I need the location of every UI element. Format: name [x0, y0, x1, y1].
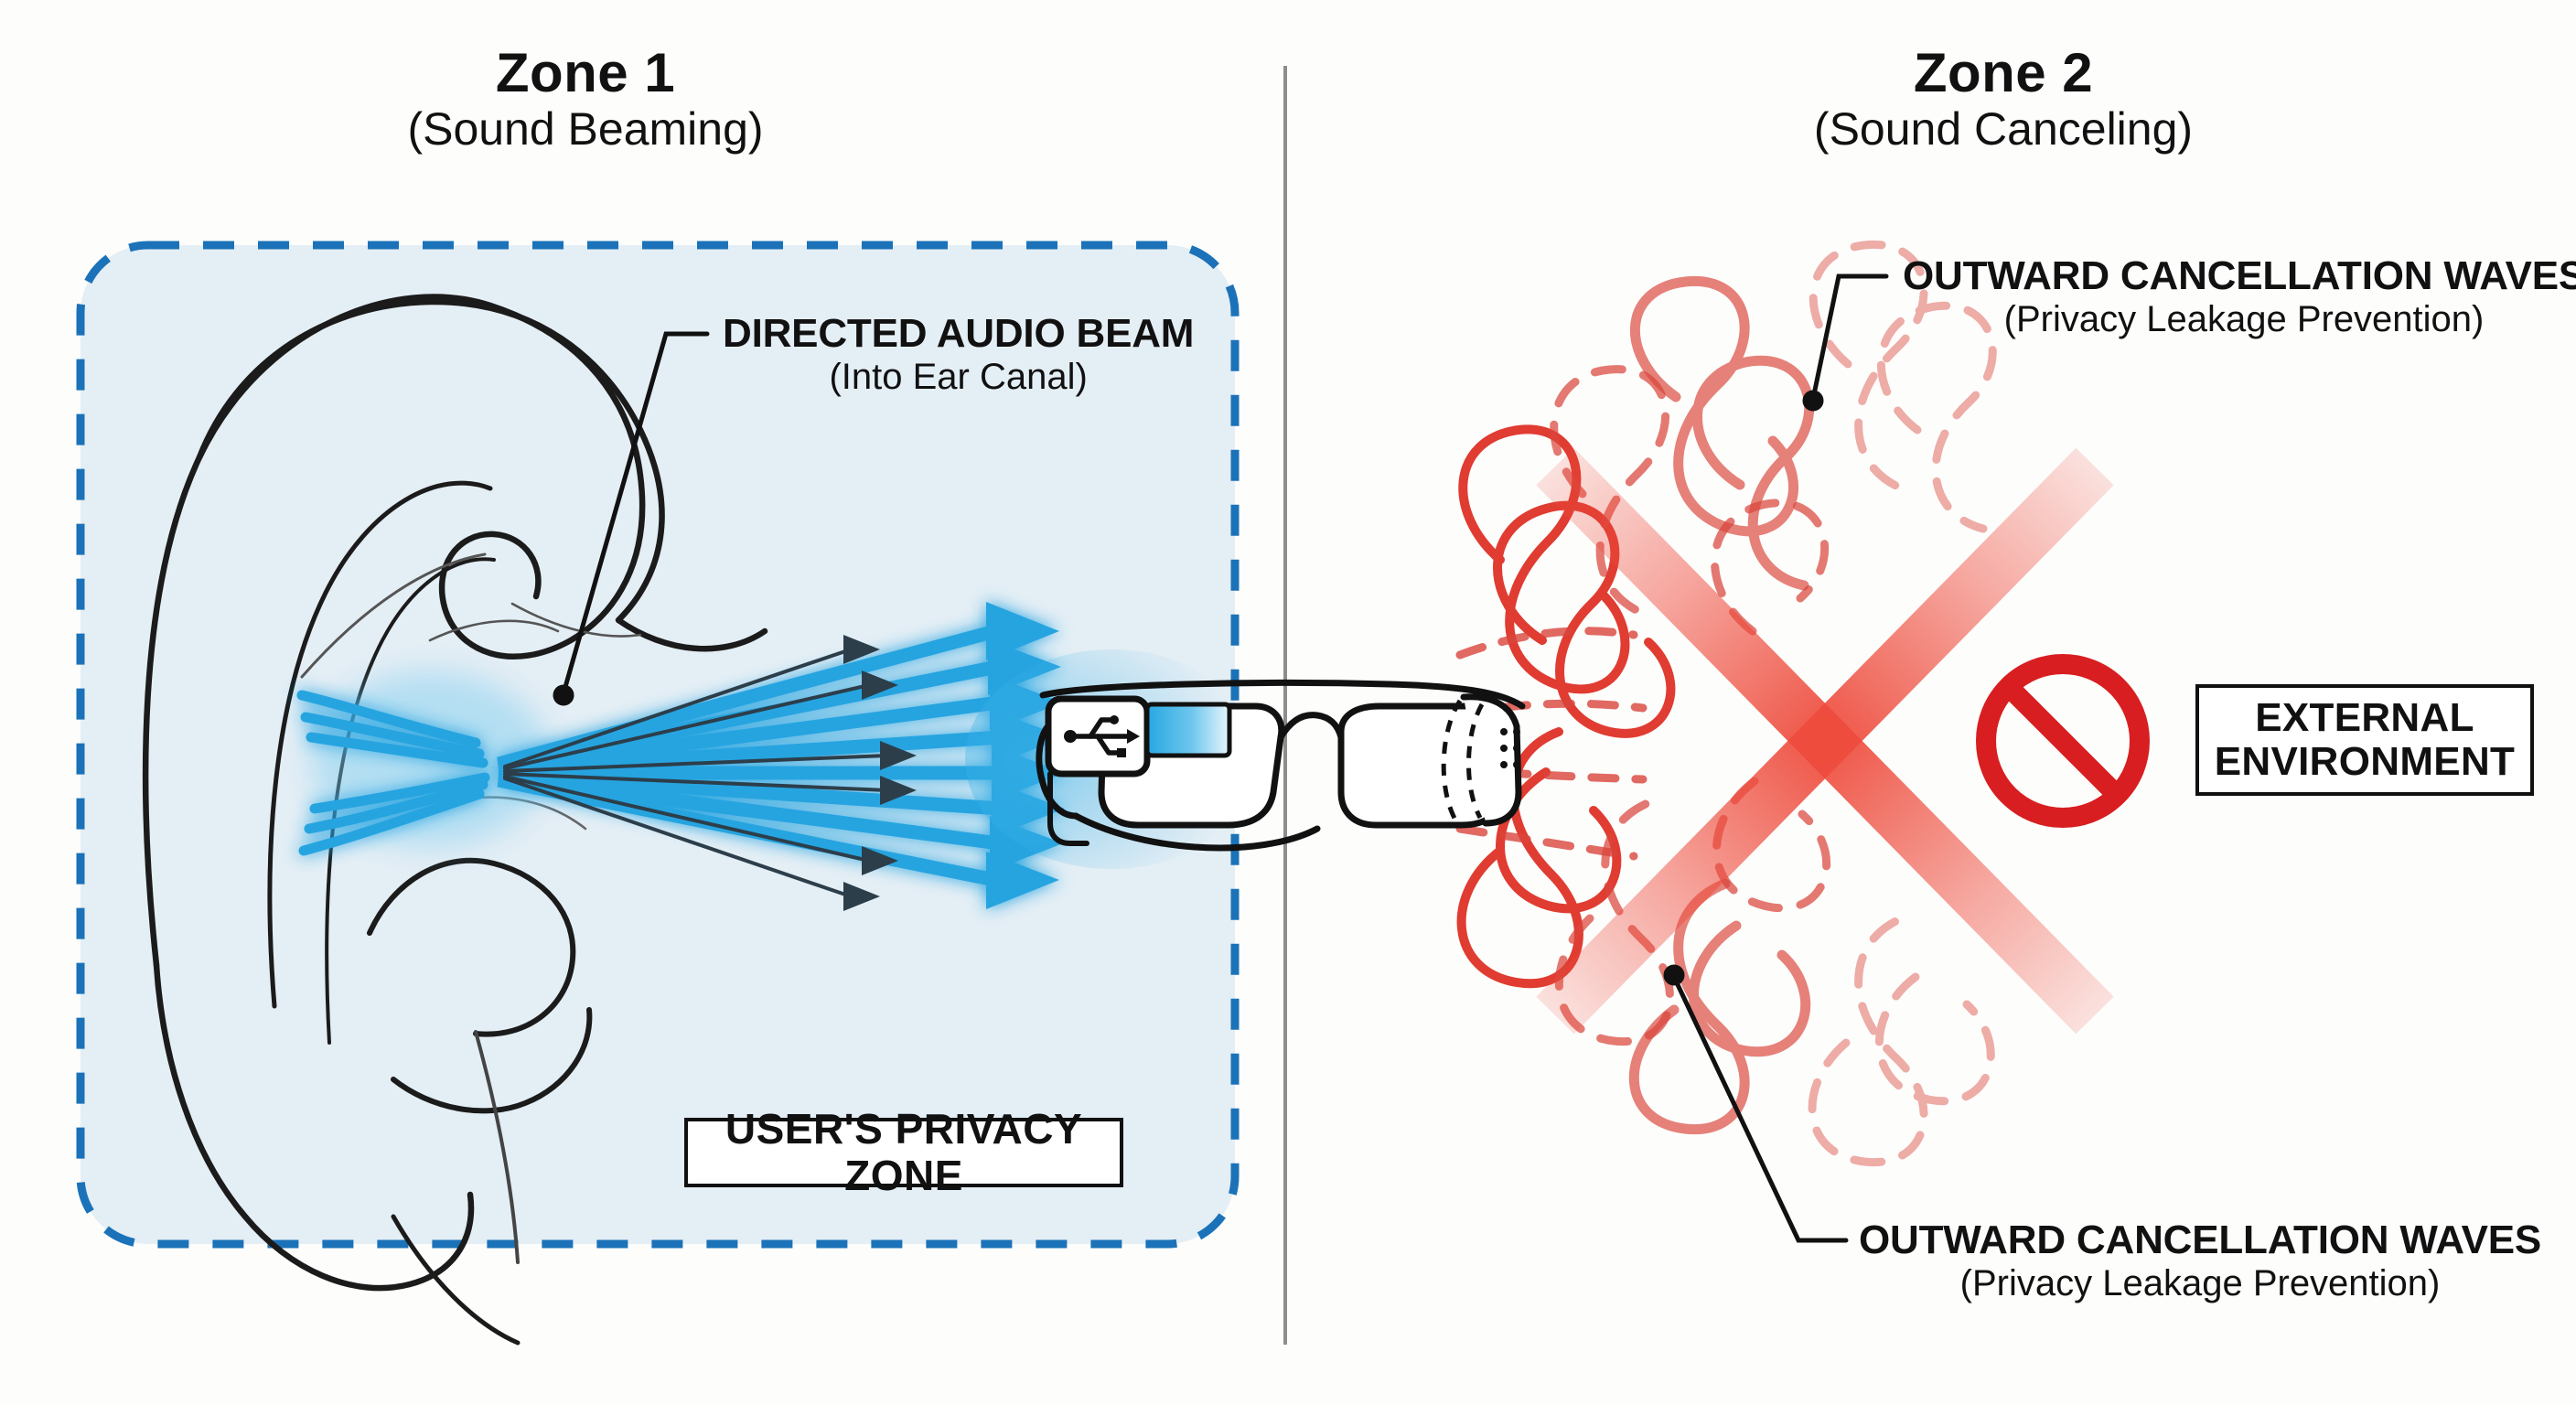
callout-directed-audio-beam-line1: DIRECTED AUDIO BEAM — [723, 311, 1195, 356]
callout-cancellation-waves-top: OUTWARD CANCELLATION WAVES (Privacy Leak… — [1903, 253, 2576, 341]
callout-cancellation-waves-bottom-line1: OUTWARD CANCELLATION WAVES — [1859, 1217, 2542, 1262]
zone-2-title: Zone 2 (Sound Canceling) — [1747, 42, 2259, 155]
leader-lines — [553, 273, 1889, 1243]
callout-cancellation-waves-bottom: OUTWARD CANCELLATION WAVES (Privacy Leak… — [1859, 1217, 2541, 1305]
zone-1-subheading: (Sound Beaming) — [407, 103, 764, 156]
external-environment-badge-line1: EXTERNAL — [2255, 694, 2474, 740]
prohibition-icon — [1976, 654, 2150, 828]
zone-1-heading: Zone 1 — [495, 42, 676, 103]
blocked-x-overlay — [1536, 447, 2114, 1035]
external-environment-badge-line2: ENVIRONMENT — [2214, 739, 2516, 784]
callout-cancellation-waves-top-line1: OUTWARD CANCELLATION WAVES — [1903, 253, 2576, 298]
callout-cancellation-waves-top-line2: (Privacy Leakage Prevention) — [2003, 299, 2485, 340]
zone-1-title: Zone 1 (Sound Beaming) — [348, 42, 823, 155]
zone-2-heading: Zone 2 — [1913, 42, 2094, 103]
zone-2-subheading: (Sound Canceling) — [1813, 103, 2194, 156]
callout-directed-audio-beam: DIRECTED AUDIO BEAM (Into Ear Canal) — [723, 311, 1194, 399]
cancellation-waves — [1455, 240, 1997, 1167]
ear-illustration — [142, 294, 768, 1346]
callout-cancellation-waves-bottom-line2: (Privacy Leakage Prevention) — [1959, 1263, 2441, 1304]
users-privacy-zone-badge-text: USER'S PRIVACY ZONE — [724, 1105, 1083, 1199]
external-environment-badge: EXTERNAL ENVIRONMENT — [2195, 684, 2534, 796]
callout-directed-audio-beam-line2: (Into Ear Canal) — [829, 357, 1088, 398]
usb-icon — [1064, 715, 1140, 757]
smart-glasses-illustration — [965, 649, 1526, 869]
users-privacy-zone-badge: USER'S PRIVACY ZONE — [684, 1106, 1123, 1198]
